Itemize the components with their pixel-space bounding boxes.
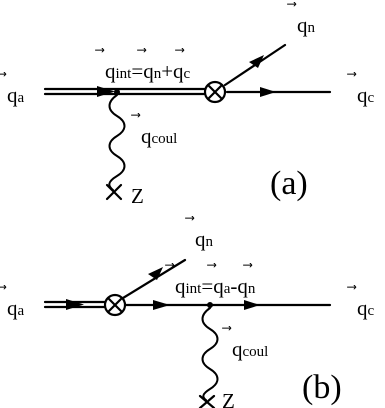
a-label-q-a: qa: [7, 83, 25, 107]
b-label-target: Z: [222, 389, 235, 408]
a-label-q-n: qn: [297, 13, 316, 37]
b-label-q-coul: qcoul: [232, 337, 268, 361]
a-arrow-q-n: ⃗: [287, 2, 297, 7]
b-label-q-int-relation: qint=qa-qn: [175, 274, 256, 298]
a-coulomb-vertex: [114, 89, 120, 95]
a-arrow-q-rhs: ⃗: [175, 48, 185, 53]
a-label-target: Z: [131, 184, 144, 208]
a-vertex-cross-2: [207, 84, 223, 100]
a-arrow-q-int: ⃗: [95, 48, 105, 53]
b-arrow-q-a: ⃗: [0, 285, 7, 290]
a-incoming-arrow: [97, 86, 115, 97]
b-arrow-q-rhs: ⃗: [243, 263, 253, 268]
a-emitted-arrow: [249, 55, 264, 68]
diagram-b: qa ⃗ qc ⃗ qn ⃗ qint=qa-qn ⃗ ⃗ ⃗ qcoul ⃗ …: [0, 216, 375, 408]
b-label-q-n: qn: [195, 227, 214, 251]
b-label-q-c: qc: [357, 296, 375, 320]
diagram-a: qa ⃗ qc ⃗ qn ⃗ qint=qn+qc ⃗ ⃗ ⃗ qcoul ⃗ …: [0, 2, 375, 208]
b-vertex-cross-2: [107, 297, 123, 313]
b-arrow-q-coul: ⃗: [222, 326, 232, 331]
b-incoming-arrow: [66, 299, 84, 310]
b-target-cross-2: [198, 394, 216, 408]
a-panel-label: (a): [270, 165, 308, 202]
b-panel-label: (b): [302, 369, 342, 406]
b-arrow-q-c: ⃗: [347, 285, 357, 290]
b-outgoing-arrow-1: [153, 300, 170, 310]
b-coulomb-vertex: [207, 302, 213, 308]
b-outgoing-arrow-2: [244, 300, 260, 310]
a-arrow-q-coul: ⃗: [131, 113, 141, 118]
b-emitted-line: [121, 258, 187, 300]
b-emitted-arrow: [148, 267, 163, 280]
a-label-q-c: qc: [357, 83, 375, 107]
a-label-q-int-relation: qint=qn+qc: [105, 59, 191, 83]
a-coulomb-photon-wave: [108, 94, 126, 191]
b-label-q-a: qa: [7, 296, 25, 320]
b-coulomb-photon-wave: [201, 307, 219, 401]
a-arrow-q-c: ⃗: [347, 72, 357, 77]
b-arrow-q-lhs: ⃗: [207, 263, 217, 268]
a-target-cross-2: [105, 183, 123, 201]
a-outgoing-arrow: [260, 87, 276, 97]
a-label-q-coul: qcoul: [141, 124, 177, 148]
a-arrow-q-lhs: ⃗: [137, 48, 147, 53]
a-arrow-q-a: ⃗: [0, 72, 7, 77]
b-arrow-q-n: ⃗: [185, 216, 195, 221]
